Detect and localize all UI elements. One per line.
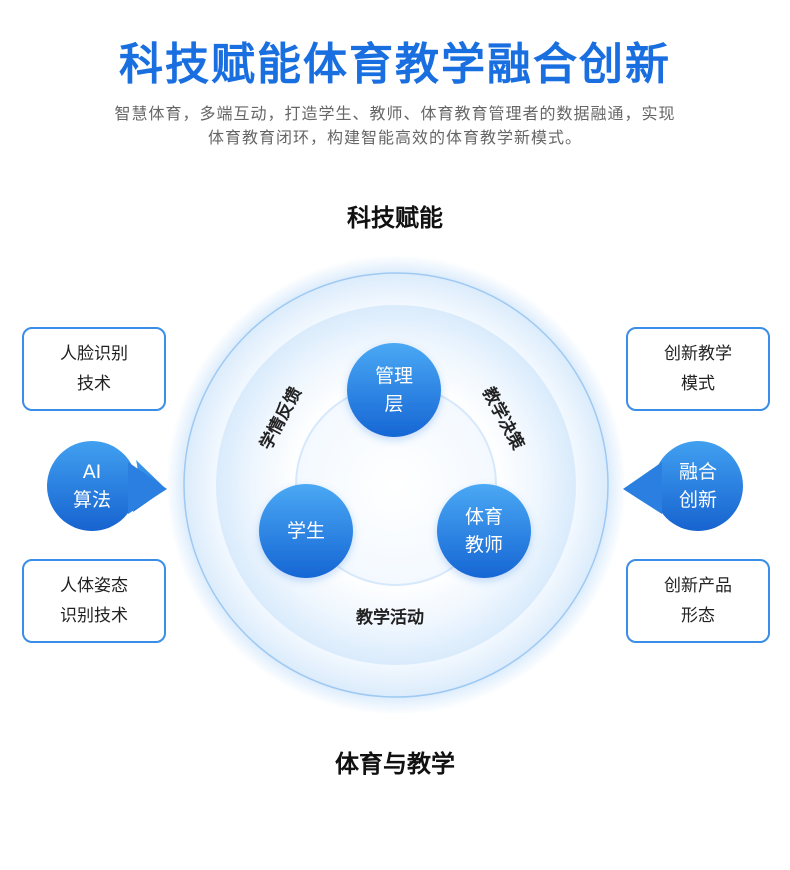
- diagram-bottom-label: 体育与教学: [335, 750, 455, 778]
- page-title: 科技赋能体育教学融合创新: [119, 39, 671, 90]
- right-box-bottom-line1: 创新产品: [664, 576, 732, 596]
- node-management-label: 管理 层: [346, 362, 442, 418]
- left-box-bottom-line2: 识别技术: [60, 606, 128, 626]
- bubble-ai-body: [47, 441, 137, 531]
- outer-ring-line: [183, 272, 609, 698]
- left-box-face-recognition: 人脸识别 技术: [22, 327, 166, 411]
- node-teacher: [437, 484, 531, 578]
- bubble-fusion-body: [653, 441, 743, 531]
- node-teacher-line2: 教师: [464, 534, 503, 556]
- right-box-top-line1: 创新教学: [664, 344, 732, 364]
- bubble-fusion-label: 融合 创新: [653, 458, 743, 514]
- left-box-pose-recognition: 人体姿态 识别技术: [22, 559, 166, 643]
- node-management: [347, 343, 441, 437]
- node-management-line2: 层: [384, 393, 404, 415]
- diagram-top-label: 科技赋能: [347, 204, 443, 232]
- arc-label-bottom: 教学活动: [356, 608, 424, 628]
- left-box-top-line2: 技术: [77, 374, 111, 394]
- subtitle-line-2: 体育教育闭环，构建智能高效的体育教学新模式。: [207, 128, 582, 147]
- node-student: [259, 484, 353, 578]
- bubble-fusion-pointer: [623, 462, 662, 514]
- left-box-top-line1: 人脸识别: [60, 344, 128, 364]
- bubble-fusion-line2: 创新: [678, 489, 717, 511]
- bubble-ai-line1: AI: [82, 461, 102, 483]
- subtitle-line-1: 智慧体育，多端互动，打造学生、教师、体育教育管理者的数据融通，实现: [114, 104, 676, 123]
- bubble-ai-line2: 算法: [72, 489, 111, 511]
- bubble-ai-label: AI 算法: [47, 458, 137, 514]
- node-teacher-line1: 体育: [464, 506, 503, 528]
- right-box-innovative-product: 创新产品 形态: [626, 559, 770, 643]
- bubble-ai-pointer: [128, 462, 167, 514]
- left-box-bottom-line1: 人体姿态: [60, 576, 128, 596]
- right-box-innovative-teaching: 创新教学 模式: [626, 327, 770, 411]
- node-management-line1: 管理: [374, 365, 413, 387]
- node-student-label: 学生: [286, 520, 325, 542]
- right-box-top-line2: 模式: [681, 374, 715, 394]
- bubble-fusion-line1: 融合: [678, 461, 717, 483]
- node-teacher-label: 体育 教师: [436, 503, 532, 559]
- right-box-bottom-line2: 形态: [681, 606, 715, 626]
